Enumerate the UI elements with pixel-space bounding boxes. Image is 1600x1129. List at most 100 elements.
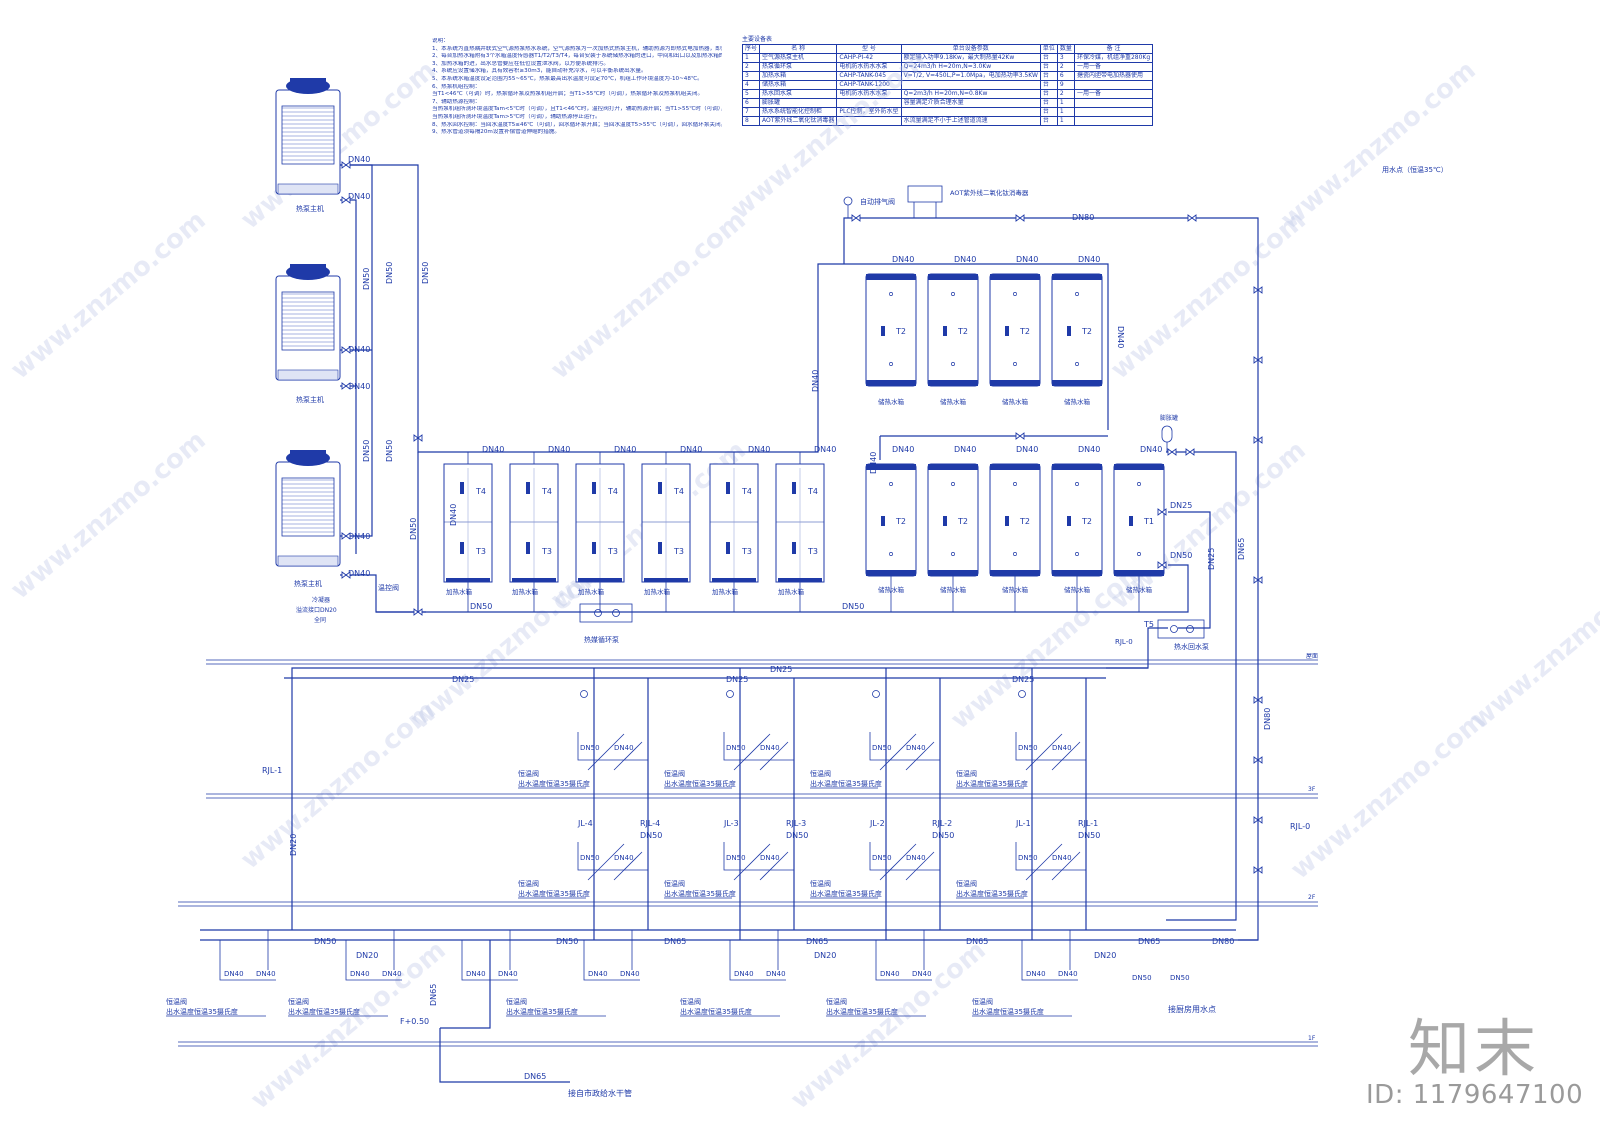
municipal-label: 接自市政给水干管: [568, 1088, 632, 1098]
roof-pipe-labels: RJL-1 DN20 DN25 DN25 DN25 DN25 RJL-0: [262, 665, 1310, 856]
sensor-label: T2: [895, 327, 906, 336]
storage-tank-body: [1051, 273, 1103, 387]
valve-label: 出水温度恒温35摄氏度: [972, 1007, 1044, 1016]
branch-pipe: [1025, 843, 1063, 881]
valve-icon: [341, 532, 351, 540]
pipe-size-label: DN50: [872, 854, 892, 862]
storage-tank-body: [927, 463, 979, 577]
use-point-label: 用水点（恒温35℃）: [1382, 165, 1448, 174]
branch-pipe: [583, 940, 640, 981]
pipe-size-label: DN50: [409, 518, 418, 540]
pipe-size-label: DN40: [1026, 970, 1046, 978]
riser-label: JL-4: [577, 819, 593, 828]
valve-label: 恒温阀: [810, 769, 831, 778]
branch-pipe: [759, 741, 789, 771]
branch-pipe: [1051, 851, 1081, 881]
watermark-text: www.znzmo.com: [545, 205, 751, 385]
pipe-size-label: DN40: [620, 970, 640, 978]
heat-pump-2: 热泵主机: [275, 263, 341, 404]
pipe-size-label: DN40: [880, 970, 900, 978]
branch-pipe: [759, 851, 789, 881]
note-line: 8、热水回水控制：当回水温度T5≤46℃（可调），回水循环泵开启；当回水温度T5…: [432, 121, 722, 128]
pipe-size-label: DN40: [548, 445, 570, 454]
valve-label: 出水温度恒温35摄氏度: [826, 1007, 898, 1016]
sensor-label: T4: [607, 487, 618, 496]
pipe-size-label: DN50: [1018, 854, 1038, 862]
sensor-label: T1: [1143, 517, 1154, 526]
roof-header: [284, 667, 1148, 930]
branch-pipe: [723, 732, 794, 761]
tank-label: 加热水箱: [512, 587, 539, 596]
watermark-text: www.znzmo.com: [725, 45, 931, 225]
pipe-size-label: DN50: [726, 854, 746, 862]
watermark-text: www.znzmo.com: [1285, 705, 1491, 885]
pipe-size-label: DN40: [1116, 326, 1125, 348]
riser-label: RJL-3: [786, 819, 806, 828]
valve-label: 恒温阀: [956, 769, 977, 778]
tank-label: 储热水箱: [1002, 397, 1029, 406]
pipe-size-label: DN40: [748, 445, 770, 454]
overflow-label: 溢流接口DN20: [296, 606, 337, 614]
pipe-size-label: DN40: [1052, 744, 1072, 752]
floor-label: 1F: [1308, 1035, 1316, 1042]
branch-pipe: [577, 732, 648, 761]
pipe-size-label: DN50: [1170, 551, 1192, 560]
pipe-size-label: DN40: [614, 445, 636, 454]
pipe-size-label: DN50: [1018, 744, 1038, 752]
pipe-size-label: DN40: [954, 445, 976, 454]
riser-label: JL-3: [723, 819, 739, 828]
valve-label: 出水温度恒温35摄氏度: [680, 1007, 752, 1016]
vent-icon: [872, 690, 880, 698]
pipe-size-label: DN40: [348, 345, 370, 354]
pipe-size-label: DN40: [466, 970, 486, 978]
pipe-size-label: DN50: [362, 268, 371, 290]
sensor-label: T2: [1081, 327, 1092, 336]
branch-pipe: [1015, 732, 1086, 761]
branch-pipe: [1015, 842, 1086, 871]
riser-label: RJL-0: [1290, 822, 1310, 831]
sensor-label: T3: [673, 547, 684, 556]
valve-icon: [1187, 214, 1197, 222]
valve-label: 恒温阀: [518, 879, 539, 888]
note-line: 7、辅助热源控制：: [432, 98, 481, 105]
riser-label: RJL-2: [932, 819, 952, 828]
note-line: 9、热水管道须每隔20m设置补偿管道伸缩的措施。: [432, 129, 561, 136]
watermark-text: www.znzmo.com: [5, 205, 211, 385]
sensor-label: T2: [957, 517, 968, 526]
valve-icon: [851, 214, 861, 222]
pipe-size-label: DN40: [1078, 255, 1100, 264]
riser-label: JL-2: [869, 819, 885, 828]
id-watermark: ID: 1179647100: [1366, 1080, 1584, 1110]
brand-watermark: 知末: [1408, 1012, 1541, 1085]
branch-pipe: [1021, 940, 1078, 981]
same-label: 全同: [314, 616, 326, 624]
valve-label: 恒温阀: [518, 769, 539, 778]
sensor-label: T2: [1019, 517, 1030, 526]
branch-pipe: [219, 940, 276, 981]
valve-label: 出水温度恒温35摄氏度: [810, 779, 882, 788]
sensor-label: T3: [807, 547, 818, 556]
branch-pipe: [875, 940, 932, 981]
pipe-size-label: DN40: [869, 452, 878, 474]
pipe-size-label: DN40: [256, 970, 276, 978]
pipe-size-label: DN40: [1078, 445, 1100, 454]
equipment-cell: [1073, 116, 1154, 126]
pipe-size-label: DN65: [524, 1072, 546, 1081]
valve-icon: [341, 196, 351, 204]
